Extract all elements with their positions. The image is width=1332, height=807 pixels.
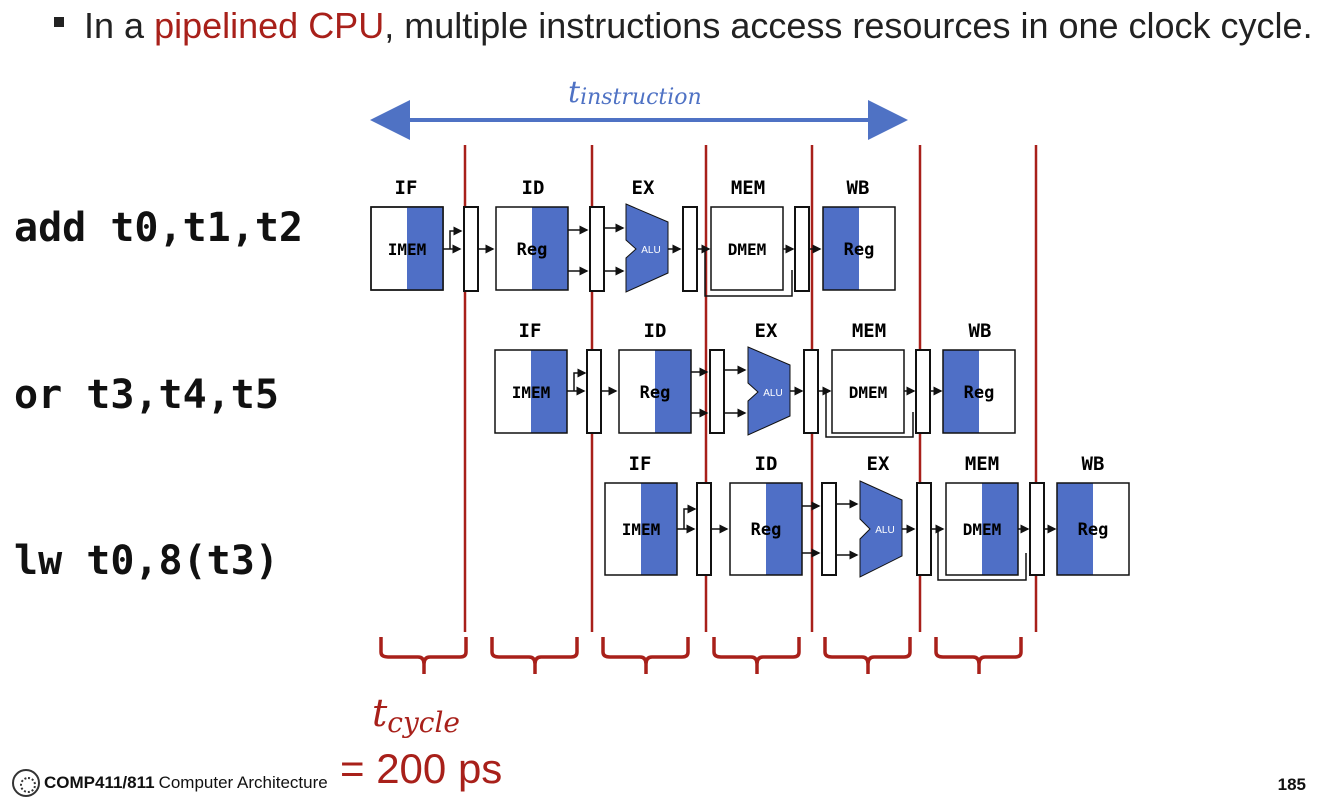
pipeline-register <box>803 349 819 434</box>
cycle-brace <box>379 637 468 674</box>
reg-label: Reg <box>517 240 548 260</box>
imem-unit: IMEM <box>370 206 444 291</box>
pipeline-register <box>709 349 725 434</box>
reg-unit: Reg <box>618 349 692 434</box>
pipeline-register <box>915 349 931 434</box>
reg-label: Reg <box>1078 520 1109 540</box>
cycle-brace <box>934 637 1023 674</box>
pipeline-register <box>589 206 605 292</box>
pipeline-row-or: IF ID EX MEM WB IMEM Reg <box>494 320 1016 438</box>
stage-label-if: IF <box>395 177 418 199</box>
stage-label-mem: MEM <box>852 320 886 342</box>
imem-unit: IMEM <box>604 482 678 576</box>
cycle-brace <box>712 637 801 674</box>
pipeline-row-lw: IF ID EX MEM WB IMEM Reg <box>604 453 1130 581</box>
cycle-brace <box>823 637 912 674</box>
instruction-label-or: or t3,t4,t5 <box>14 372 279 418</box>
pipeline-register <box>682 206 698 292</box>
dmem-unit: DMEM <box>831 349 905 434</box>
reg-label: Reg <box>751 520 782 540</box>
course-name: Computer Architecture <box>158 773 328 792</box>
alu-label: ALU <box>641 245 660 256</box>
stage-label-id: ID <box>522 177 545 199</box>
stage-label-id: ID <box>755 453 778 475</box>
pipeline-register <box>794 206 810 292</box>
reg-label: Reg <box>640 383 671 403</box>
imem-label: IMEM <box>512 383 551 402</box>
stage-label-if: IF <box>629 453 652 475</box>
alu-unit: ALU <box>859 480 903 578</box>
instruction-label-lw: lw t0,8(t3) <box>14 538 279 584</box>
reg-label: Reg <box>844 240 875 260</box>
t-cycle-label: tcycle <box>372 691 460 739</box>
pipeline-register <box>463 206 479 292</box>
bullet-square-icon <box>54 17 64 27</box>
alu-unit: ALU <box>625 203 669 293</box>
pipeline-register <box>586 349 602 434</box>
stage-label-if: IF <box>519 320 542 342</box>
stage-label-ex: EX <box>867 453 890 475</box>
t-instruction-label: tinstruction <box>568 75 702 110</box>
imem-label: IMEM <box>388 240 427 259</box>
dmem-unit: DMEM <box>710 206 784 291</box>
stage-label-mem: MEM <box>731 177 765 199</box>
alu-unit: ALU <box>747 346 791 436</box>
stage-label-wb: WB <box>1082 453 1105 475</box>
alu-label: ALU <box>763 388 782 399</box>
stage-label-id: ID <box>644 320 667 342</box>
bullet-text-before: In a <box>84 5 155 46</box>
pipeline-register <box>696 482 712 576</box>
imem-unit: IMEM <box>494 349 568 434</box>
pipeline-row-add: IF ID EX MEM WB IMEM Reg <box>370 177 896 297</box>
stage-label-wb: WB <box>969 320 992 342</box>
dmem-label: DMEM <box>849 383 888 402</box>
reg-unit: Reg <box>495 206 569 291</box>
wb-reg-unit: Reg <box>1056 482 1130 576</box>
bullet-text-after: , multiple instructions access resources… <box>384 5 1313 46</box>
bullet-highlight: pipelined CPU <box>154 5 385 46</box>
imem-label: IMEM <box>622 520 661 539</box>
stage-label-ex: EX <box>632 177 655 199</box>
university-seal-icon <box>12 769 40 797</box>
stage-label-ex: EX <box>755 320 778 342</box>
stage-label-mem: MEM <box>965 453 999 475</box>
reg-label: Reg <box>964 383 995 403</box>
pipeline-register <box>1029 482 1045 576</box>
course-code: COMP411/811 <box>44 773 155 792</box>
wb-reg-unit: Reg <box>822 206 896 291</box>
cycle-brace <box>490 637 579 674</box>
dmem-label: DMEM <box>963 520 1002 539</box>
alu-label: ALU <box>875 525 894 536</box>
stage-label-wb: WB <box>847 177 870 199</box>
pipeline-register <box>821 482 837 576</box>
cycle-brace <box>601 637 690 674</box>
page-number: 185 <box>1277 775 1306 794</box>
cycle-braces <box>379 637 1023 674</box>
footer: COMP411/811 Computer Architecture <box>12 769 328 797</box>
dmem-unit: DMEM <box>945 482 1019 576</box>
bullet-text: In a pipelined CPU, multiple instruction… <box>84 2 1332 50</box>
reg-unit: Reg <box>729 482 803 576</box>
cycle-time-value: = 200 ps <box>340 745 503 792</box>
dmem-label: DMEM <box>728 240 767 259</box>
instruction-label-add: add t0,t1,t2 <box>14 205 303 251</box>
pipeline-register <box>916 482 932 576</box>
wb-reg-unit: Reg <box>942 349 1016 434</box>
